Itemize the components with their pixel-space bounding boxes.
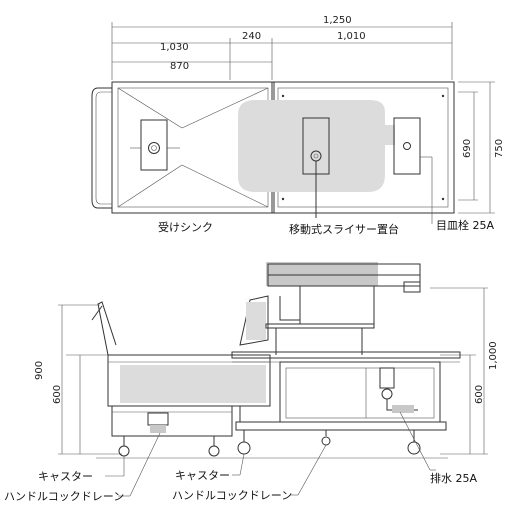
dim-height-stand-total: 1,000 <box>488 341 499 370</box>
dim-sink-inner: 870 <box>170 61 189 72</box>
caster-left-2 <box>208 436 220 457</box>
caster-right-3 <box>407 430 421 455</box>
caster-left-1 <box>118 436 130 457</box>
dim-outer-depth: 750 <box>494 139 505 158</box>
side-view <box>58 262 488 497</box>
top-view <box>91 81 455 224</box>
dim-stand-width: 1,010 <box>337 31 366 42</box>
label-drain-out: 排水 25A <box>430 471 477 485</box>
label-receiving-sink: 受けシンク <box>158 221 213 234</box>
label-handle-drain-left: ハンドルコックドレーン <box>4 490 124 503</box>
label-caster-right: キャスター <box>175 469 230 482</box>
label-caster-left: キャスター <box>38 470 93 483</box>
dim-inner-depth: 690 <box>462 139 473 158</box>
caster-right-2 <box>321 430 331 446</box>
dim-height-total: 900 <box>34 361 45 380</box>
label-mobile-stand: 移動式スライサー置台 <box>289 222 399 236</box>
dim-height-stand: 600 <box>474 385 485 404</box>
label-handle-drain-right: ハンドルコックドレーン <box>172 489 292 502</box>
caster-right-1 <box>237 430 251 455</box>
dim-sink-width: 1,030 <box>160 42 189 53</box>
dim-height-sink: 600 <box>52 385 63 404</box>
dim-overlap: 240 <box>242 31 261 42</box>
dim-total-width: 1,250 <box>323 15 352 26</box>
label-drain-plug: 目皿栓 25A <box>436 218 494 232</box>
top-dimension-lines <box>111 22 495 214</box>
